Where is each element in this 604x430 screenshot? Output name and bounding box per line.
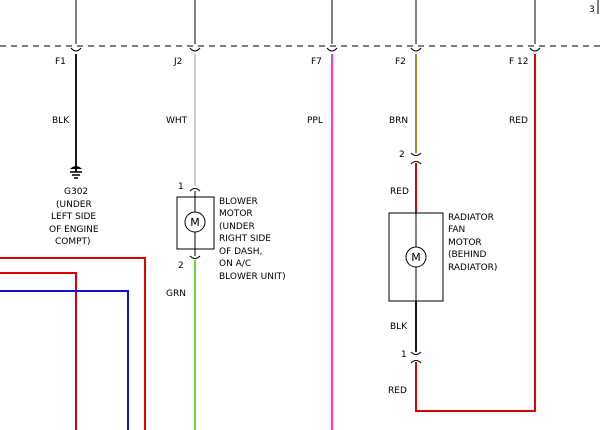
wire-color-label-j2: WHT <box>166 116 188 126</box>
wire-left-blue <box>0 290 129 430</box>
fan-motor-label-3: MOTOR <box>448 238 482 248</box>
wire-color-label-fan-return: RED <box>388 386 407 396</box>
page-number: 3 <box>589 5 595 15</box>
upper-wires <box>75 0 536 44</box>
fan-motor-symbol: M <box>411 251 421 264</box>
connector-terminals <box>70 47 541 52</box>
blower-motor-pin-top: 1 <box>178 182 184 192</box>
blower-motor-label-6: ON A/C <box>219 259 251 269</box>
ground-symbol <box>70 166 82 179</box>
terminal-f7 <box>326 47 338 52</box>
blower-connector-top <box>189 188 201 192</box>
fan-connector-upper-bottom <box>410 161 422 165</box>
fan-connector-pin-upper: 2 <box>399 150 405 160</box>
pin-label-j2: J2 <box>173 57 182 67</box>
fan-motor-label-2: FAN <box>448 225 465 235</box>
pin-label-f7: F7 <box>311 57 322 67</box>
ground-location-line-3: OF ENGINE <box>49 225 99 235</box>
blower-motor-label-7: BLOWER UNIT) <box>219 272 286 282</box>
blower-motor-label-1: BLOWER <box>219 197 258 207</box>
wire-left-red-inner <box>0 272 77 430</box>
terminal-f12 <box>529 47 541 52</box>
fan-motor-label-1: RADIATOR <box>448 213 494 223</box>
fan-motor-label-4: (BEHIND <box>448 250 487 260</box>
terminal-f1 <box>70 47 82 52</box>
wire-color-label-grn: GRN <box>166 289 186 299</box>
pin-label-f2: F2 <box>395 57 406 67</box>
ground-location-line-2: LEFT SIDE <box>51 212 96 222</box>
wire-f12-red-loop <box>415 54 536 412</box>
ground-location-line-4: COMPT) <box>55 237 91 247</box>
blower-motor-pin-bottom: 2 <box>178 261 184 271</box>
wire-color-label-f12: RED <box>509 116 528 126</box>
blower-connector-bottom <box>189 255 201 259</box>
blower-motor-label-3: (UNDER <box>219 222 255 232</box>
fan-connector-lower-bottom <box>410 360 422 364</box>
wire-color-label-f2: BRN <box>389 116 408 126</box>
wire-color-label-fan-out: BLK <box>390 322 408 332</box>
pin-label-f1: F1 <box>55 57 66 67</box>
blower-motor-label-5: OF DASH, <box>219 247 262 257</box>
terminal-f2 <box>410 47 422 52</box>
fan-connector-pin-lower: 1 <box>401 350 407 360</box>
blower-motor-label-2: MOTOR <box>219 209 253 219</box>
wire-color-label-fan-in: RED <box>390 187 409 197</box>
fan-connector-lower-top <box>410 351 422 355</box>
fan-connector-upper-top <box>410 152 422 156</box>
pin-label-f12: F 12 <box>509 57 529 67</box>
wire-color-label-f1: BLK <box>52 116 70 126</box>
terminal-j2 <box>189 47 201 52</box>
wire-left-red-outer <box>0 257 146 430</box>
fan-motor-label-5: RADIATOR) <box>448 263 497 273</box>
ground-id: G302 <box>64 187 88 197</box>
ground-location-line-1: (UNDER <box>56 200 92 210</box>
blower-motor-label-4: RIGHT SIDE <box>219 234 271 244</box>
wire-color-label-f7: PPL <box>307 116 323 126</box>
blower-motor-symbol: M <box>190 216 200 229</box>
